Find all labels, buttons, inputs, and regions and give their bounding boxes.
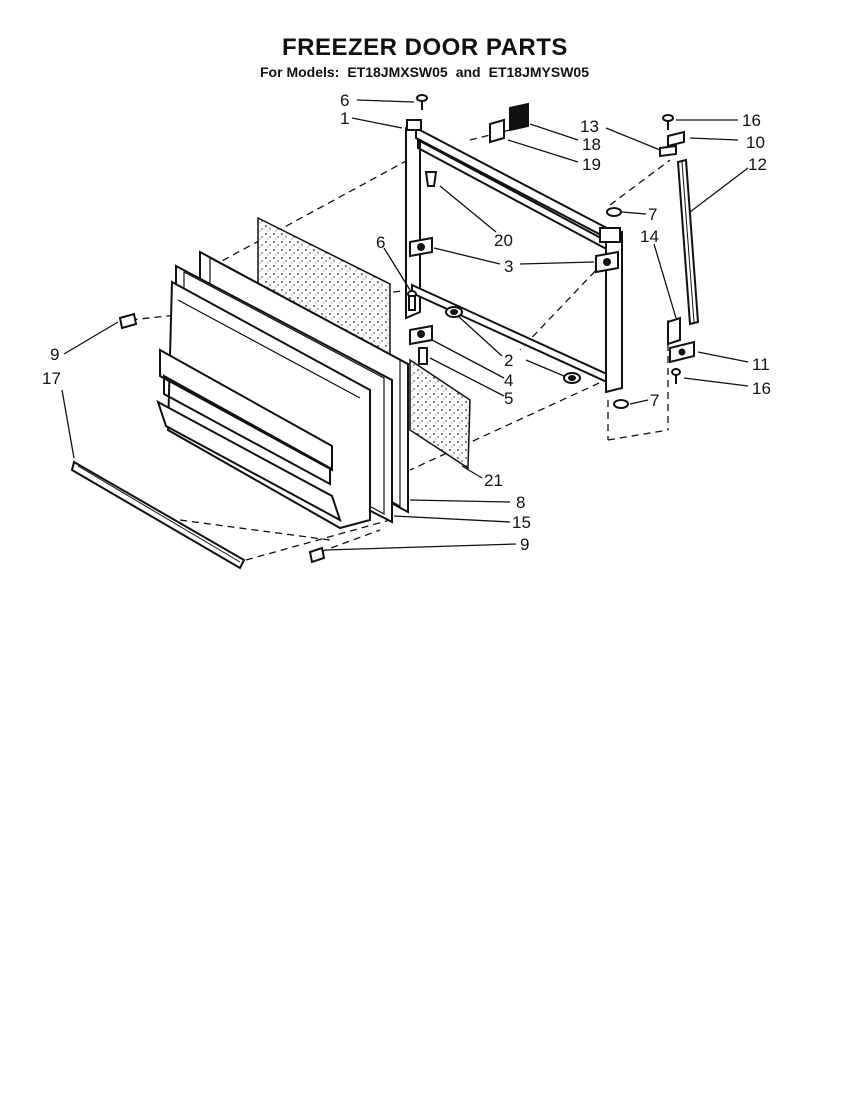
hinge-part-11	[669, 340, 695, 364]
spacer-part-13	[659, 144, 677, 158]
pad-part-2-right	[563, 372, 581, 384]
callout-labels: 6 1 18 19 13 16 10 12 7 20 6 3 14 2 4 5 …	[42, 91, 771, 554]
callout-label: 14	[640, 227, 659, 246]
callout-label: 2	[504, 351, 513, 370]
callout-label: 16	[742, 111, 761, 130]
callout-label: 17	[42, 369, 61, 388]
callout-label: 6	[376, 233, 385, 252]
callout-label: 4	[504, 371, 513, 390]
door-liner	[156, 280, 371, 530]
callout-label: 18	[582, 135, 601, 154]
hinge-part-14	[667, 316, 681, 346]
callout-label: 21	[484, 471, 503, 490]
models-prefix: For Models:	[260, 64, 340, 80]
models-joiner: and	[455, 64, 481, 80]
cap-part-7-bottom	[613, 399, 629, 409]
shelf-rail-part-17	[70, 460, 246, 570]
callout-label: 20	[494, 231, 513, 250]
callout-label: 7	[650, 391, 659, 410]
hinge-part-10	[667, 130, 685, 148]
screw-part-16-top	[662, 114, 674, 130]
callout-label: 5	[504, 389, 513, 408]
plug-part-20	[424, 171, 438, 187]
callout-label: 9	[520, 535, 529, 554]
cover-part-18	[509, 102, 529, 132]
leader-lines	[61, 99, 749, 551]
bushing-part-5	[418, 347, 428, 365]
callout-label: 7	[648, 205, 657, 224]
screw-part-6-top	[416, 94, 428, 110]
model-line: For Models: ET18JMXSW05 and ET18JMYSW05	[260, 64, 597, 80]
stop-part-9-bottom	[308, 546, 326, 564]
callout-label: 9	[50, 345, 59, 364]
hinge-pin-part-4	[409, 324, 433, 346]
stop-part-9-left	[118, 312, 138, 330]
screw-part-16-bottom	[671, 368, 681, 384]
hinge-bracket-left	[409, 236, 433, 258]
pad-part-2-left	[445, 306, 463, 318]
callout-label: 3	[504, 257, 513, 276]
page-title: FREEZER DOOR PARTS	[282, 34, 568, 61]
callout-label: 13	[580, 117, 599, 136]
callout-label: 12	[748, 155, 767, 174]
hinge-bracket-right	[595, 250, 619, 274]
cap-part-7-top	[606, 207, 622, 217]
callout-label: 10	[746, 133, 765, 152]
callout-label: 11	[752, 355, 770, 374]
callout-label: 16	[752, 379, 771, 398]
callout-label: 1	[340, 109, 349, 128]
handle-part-12	[676, 158, 700, 326]
callout-label: 8	[516, 493, 525, 512]
callout-label: 6	[340, 91, 349, 110]
model-number-1: ET18JMXSW05	[347, 64, 448, 80]
callout-label: 19	[582, 155, 601, 174]
callout-label: 15	[512, 513, 531, 532]
shim-part-19	[489, 118, 505, 144]
screw-part-6-mid	[407, 290, 417, 311]
model-number-2: ET18JMYSW05	[488, 64, 589, 80]
